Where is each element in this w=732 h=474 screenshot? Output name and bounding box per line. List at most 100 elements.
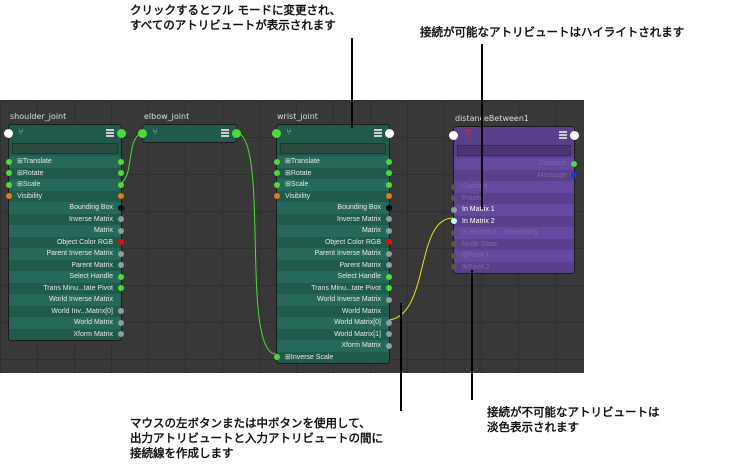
attribute-row[interactable]: ⊞Point 2: [451, 262, 574, 274]
input-port[interactable]: [6, 193, 12, 200]
attribute-row[interactable]: Parent Inverse Matrix: [277, 248, 392, 260]
output-port[interactable]: [118, 331, 124, 338]
output-port[interactable]: [386, 181, 392, 188]
attribute-row[interactable]: Message: [454, 170, 577, 182]
expand-icon[interactable]: ⊞: [285, 353, 291, 361]
attribute-row[interactable]: World Inverse Matrix: [9, 294, 121, 306]
output-port[interactable]: [386, 227, 392, 234]
input-port[interactable]: [451, 206, 457, 213]
attribute-row[interactable]: Inverse Matrix: [277, 214, 392, 226]
display-mode-button[interactable]: [106, 129, 114, 137]
attribute-row[interactable]: Trans Minu...tate Pivot: [277, 283, 392, 295]
attribute-row[interactable]: Frozen: [451, 193, 574, 205]
input-port[interactable]: [274, 193, 280, 200]
input-port[interactable]: [451, 241, 457, 248]
output-port[interactable]: [386, 331, 392, 338]
display-mode-button[interactable]: [559, 131, 567, 139]
input-port[interactable]: [451, 229, 457, 236]
attribute-row[interactable]: Matrix: [277, 225, 392, 237]
display-mode-button[interactable]: [221, 129, 229, 137]
attribute-row[interactable]: In Matrix 1: [451, 204, 574, 216]
attribute-row[interactable]: ⊞Translate: [274, 156, 392, 168]
output-port[interactable]: [386, 216, 392, 223]
output-port[interactable]: [118, 250, 124, 257]
attribute-row[interactable]: World Matrix: [9, 317, 124, 329]
input-port[interactable]: [272, 129, 281, 138]
output-port[interactable]: [385, 129, 394, 138]
attribute-row[interactable]: Object Color RGB: [9, 237, 124, 249]
attribute-row[interactable]: Select Handle: [9, 271, 124, 283]
display-mode-button[interactable]: [374, 129, 382, 137]
input-port[interactable]: [4, 129, 13, 138]
attribute-row[interactable]: Caching: [451, 181, 574, 193]
attribute-row[interactable]: Distance: [454, 158, 577, 170]
attribute-row[interactable]: World Inverse Matrix: [277, 294, 392, 306]
attribute-row[interactable]: ⊞Rotate: [6, 168, 124, 180]
attribute-row[interactable]: In Matrix 2: [451, 216, 574, 228]
input-port[interactable]: [451, 252, 457, 259]
connection-elbow-to-inverse-scale[interactable]: [235, 132, 277, 355]
attribute-row[interactable]: Xform Matrix: [277, 340, 392, 352]
input-port[interactable]: [6, 181, 12, 188]
expand-icon[interactable]: ⊞: [285, 181, 291, 188]
input-port[interactable]: [274, 354, 280, 361]
output-port[interactable]: [118, 204, 124, 211]
input-port[interactable]: [451, 183, 457, 190]
attribute-row[interactable]: World Matrix: [277, 306, 389, 318]
attribute-row[interactable]: Parent Matrix: [277, 260, 392, 272]
attribute-row[interactable]: Bounding Box: [277, 202, 392, 214]
attribute-row[interactable]: Is Historica... Interesting: [451, 227, 574, 239]
output-port[interactable]: [386, 239, 392, 246]
input-port[interactable]: [6, 170, 12, 177]
attribute-row[interactable]: Visibility: [274, 191, 392, 203]
attribute-row[interactable]: ⊞Scale: [6, 179, 124, 191]
output-port[interactable]: [570, 131, 579, 140]
input-port[interactable]: [274, 158, 280, 165]
input-port[interactable]: [451, 264, 457, 271]
output-port[interactable]: [118, 308, 124, 315]
expand-icon[interactable]: ⊞: [17, 181, 23, 188]
output-port[interactable]: [118, 193, 124, 200]
output-port[interactable]: [118, 181, 124, 188]
attribute-row[interactable]: Parent Matrix: [9, 260, 124, 272]
output-port[interactable]: [118, 158, 124, 165]
output-port[interactable]: [118, 227, 124, 234]
input-port[interactable]: [451, 218, 457, 225]
attribute-row[interactable]: Xform Matrix: [9, 329, 124, 341]
output-port[interactable]: [571, 160, 577, 167]
attribute-row[interactable]: World Inv...Matrix[0]: [9, 306, 124, 318]
attribute-row[interactable]: Select Handle: [277, 271, 392, 283]
connection-drag-world-matrix[interactable]: [388, 217, 454, 321]
input-port[interactable]: [274, 181, 280, 188]
expand-icon[interactable]: ⊞: [462, 263, 468, 271]
attribute-row[interactable]: ⊞Rotate: [274, 168, 392, 180]
output-port[interactable]: [386, 273, 392, 280]
attribute-row[interactable]: Node State: [451, 239, 574, 251]
expand-icon[interactable]: ⊞: [285, 158, 291, 165]
output-port[interactable]: [386, 193, 392, 200]
input-port[interactable]: [451, 195, 457, 202]
attribute-row[interactable]: Object Color RGB: [277, 237, 392, 249]
output-port[interactable]: [118, 239, 124, 246]
input-port[interactable]: [6, 158, 12, 165]
attribute-row[interactable]: Visibility: [6, 191, 124, 203]
attribute-row[interactable]: Trans Minu...tate Pivot: [9, 283, 124, 295]
input-port[interactable]: [449, 131, 458, 140]
attribute-row[interactable]: Bounding Box: [9, 202, 124, 214]
output-port[interactable]: [118, 285, 124, 292]
attribute-row[interactable]: Matrix: [9, 225, 124, 237]
attribute-row[interactable]: ⊞Point 1: [451, 250, 574, 262]
expand-icon[interactable]: ⊞: [17, 158, 23, 165]
attribute-row[interactable]: ⊞Translate: [6, 156, 124, 168]
output-port[interactable]: [118, 262, 124, 269]
output-port[interactable]: [386, 250, 392, 257]
attribute-filter-field[interactable]: [280, 143, 386, 154]
attribute-row[interactable]: ⊞Scale: [274, 179, 392, 191]
output-port[interactable]: [118, 319, 124, 326]
expand-icon[interactable]: ⊞: [285, 169, 291, 177]
output-port[interactable]: [117, 129, 126, 138]
output-port[interactable]: [386, 170, 392, 177]
output-port[interactable]: [386, 285, 392, 292]
